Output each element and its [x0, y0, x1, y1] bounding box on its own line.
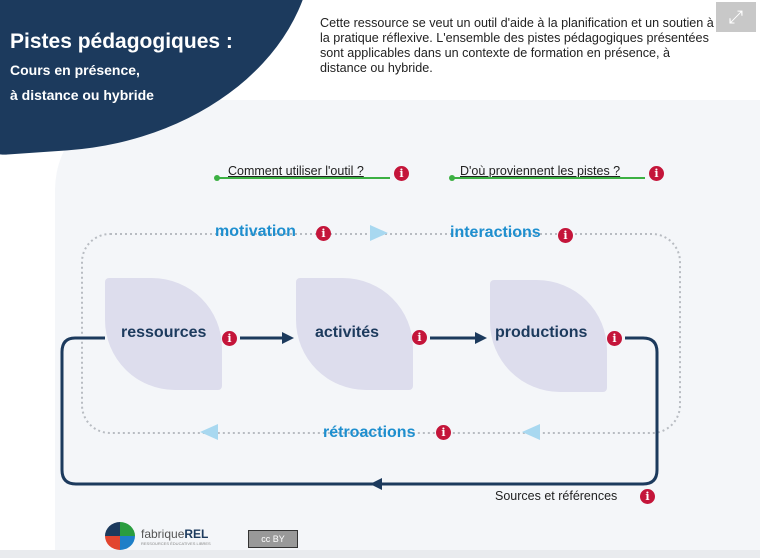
info-icon[interactable]: i: [222, 331, 237, 346]
arrow-ressources-activites: [282, 332, 294, 344]
activites-label[interactable]: activités: [315, 324, 380, 341]
arrow-retro-right: [522, 424, 540, 440]
how-to-underline: [214, 175, 390, 181]
info-icon[interactable]: i: [394, 166, 409, 181]
logo-tagline: RESSOURCES ÉDUCATIVES LIBRES: [141, 540, 211, 546]
how-to-link[interactable]: Comment utiliser l'outil ?: [228, 162, 364, 180]
page-subtitle-1: Cours en présence,: [10, 62, 140, 78]
arrow-activites-productions: [475, 332, 487, 344]
productions-label[interactable]: productions: [495, 324, 588, 341]
info-icon[interactable]: i: [558, 228, 573, 243]
retroactions-label[interactable]: rétroactions: [323, 424, 416, 441]
fullscreen-icon: ⤢: [728, 6, 744, 27]
info-icon[interactable]: i: [436, 425, 451, 440]
logo-name-bold: REL: [184, 526, 209, 541]
return-arrow: [370, 478, 382, 490]
bottom-bar: [0, 550, 760, 558]
ressources-label[interactable]: ressources: [121, 324, 207, 341]
origin-link-text[interactable]: D'où proviennent les pistes ?: [460, 164, 621, 178]
origin-underline: [449, 175, 645, 181]
info-icon[interactable]: i: [607, 331, 622, 346]
page-title: Pistes pédagogiques :: [10, 30, 233, 53]
cc-license-badge[interactable]: cc BY: [248, 530, 298, 548]
logo-mark-icon: [105, 522, 135, 550]
info-icon[interactable]: i: [412, 330, 427, 345]
fullscreen-button[interactable]: ⤢: [716, 2, 756, 32]
arrow-motivation-interactions: [370, 225, 388, 241]
logo-name: fabrique: [141, 526, 185, 541]
page-subtitle-2: à distance ou hybride: [10, 87, 154, 103]
motivation-label[interactable]: motivation: [215, 223, 296, 240]
interactions-label[interactable]: interactions: [450, 224, 541, 241]
return-loop: [60, 336, 659, 486]
origin-link[interactable]: D'où proviennent les pistes ?: [460, 162, 620, 180]
description: Cette ressource se veut un outil d'aide …: [320, 16, 714, 75]
sources-link[interactable]: Sources et références: [495, 489, 618, 503]
arrow-retro-left: [200, 424, 218, 440]
how-to-link-text[interactable]: Comment utiliser l'outil ?: [228, 164, 364, 178]
info-icon[interactable]: i: [640, 489, 655, 504]
info-icon[interactable]: i: [316, 226, 331, 241]
fabrique-rel-logo: fabriqueREL RESSOURCES ÉDUCATIVES LIBRES: [105, 522, 211, 550]
info-icon[interactable]: i: [649, 166, 664, 181]
